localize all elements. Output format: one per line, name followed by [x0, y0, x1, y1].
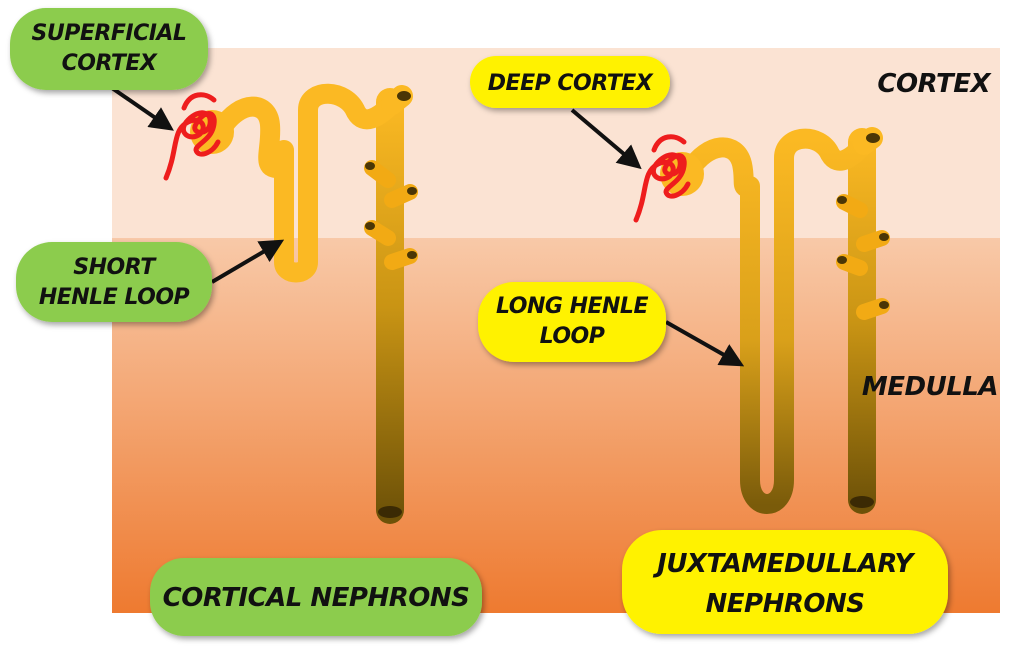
- pointer-arrows: [110, 86, 745, 367]
- short-henle-loop-label-line1: SHORT: [73, 255, 157, 280]
- glomerulus-icon: [633, 134, 691, 223]
- branch-openings: [837, 196, 889, 309]
- arrow-superficial-cortex: [110, 86, 174, 131]
- medulla-zone-label: MEDULLA: [862, 372, 998, 402]
- duct-branches: [836, 194, 890, 320]
- long-henle-loop-label-line2: LOOP: [540, 324, 605, 349]
- short-henle-loop-label-line2: HENLE LOOP: [39, 285, 190, 310]
- nephron-tubule: [680, 128, 874, 514]
- juxtamedullary-nephrons-callout: [622, 530, 948, 634]
- arrow-short-henle-loop: [210, 239, 285, 284]
- duct-opening: [850, 496, 874, 508]
- nephron-tubule: [212, 83, 402, 283]
- duct-top-opening: [397, 91, 411, 101]
- superficial-cortex-label-line2: CORTEX: [62, 51, 158, 76]
- duct-opening: [378, 506, 402, 518]
- branch-openings: [365, 162, 417, 259]
- arrow-deep-cortex: [570, 108, 642, 170]
- cortical-nephrons-callout: [150, 558, 482, 636]
- juxtamedullary-nephrons-label-line2: NEPHRONS: [706, 589, 865, 619]
- long-henle-loop-callout: [478, 282, 666, 362]
- cortex-zone-label: CORTEX: [877, 69, 992, 99]
- arrow-long-henle-loop: [665, 320, 745, 367]
- cortical-nephron: [163, 83, 418, 524]
- duct-top-opening: [866, 133, 880, 143]
- glomerulus-icon: [163, 92, 221, 181]
- deep-cortex-callout: [470, 56, 670, 108]
- long-henle-loop-label-line1: LONG HENLE: [496, 294, 648, 319]
- juxtamedullary-nephron: [633, 127, 890, 514]
- duct-branches: [364, 160, 418, 270]
- deep-cortex-label: DEEP CORTEX: [488, 71, 654, 96]
- superficial-cortex-callout: [10, 8, 208, 90]
- juxtamedullary-nephrons-label-line1: JUXTAMEDULLARY: [652, 549, 916, 579]
- superficial-cortex-label-line1: SUPERFICIAL: [32, 21, 187, 46]
- short-henle-loop-callout: [16, 242, 212, 322]
- cortical-nephrons-label: CORTICAL NEPHRONS: [163, 583, 470, 613]
